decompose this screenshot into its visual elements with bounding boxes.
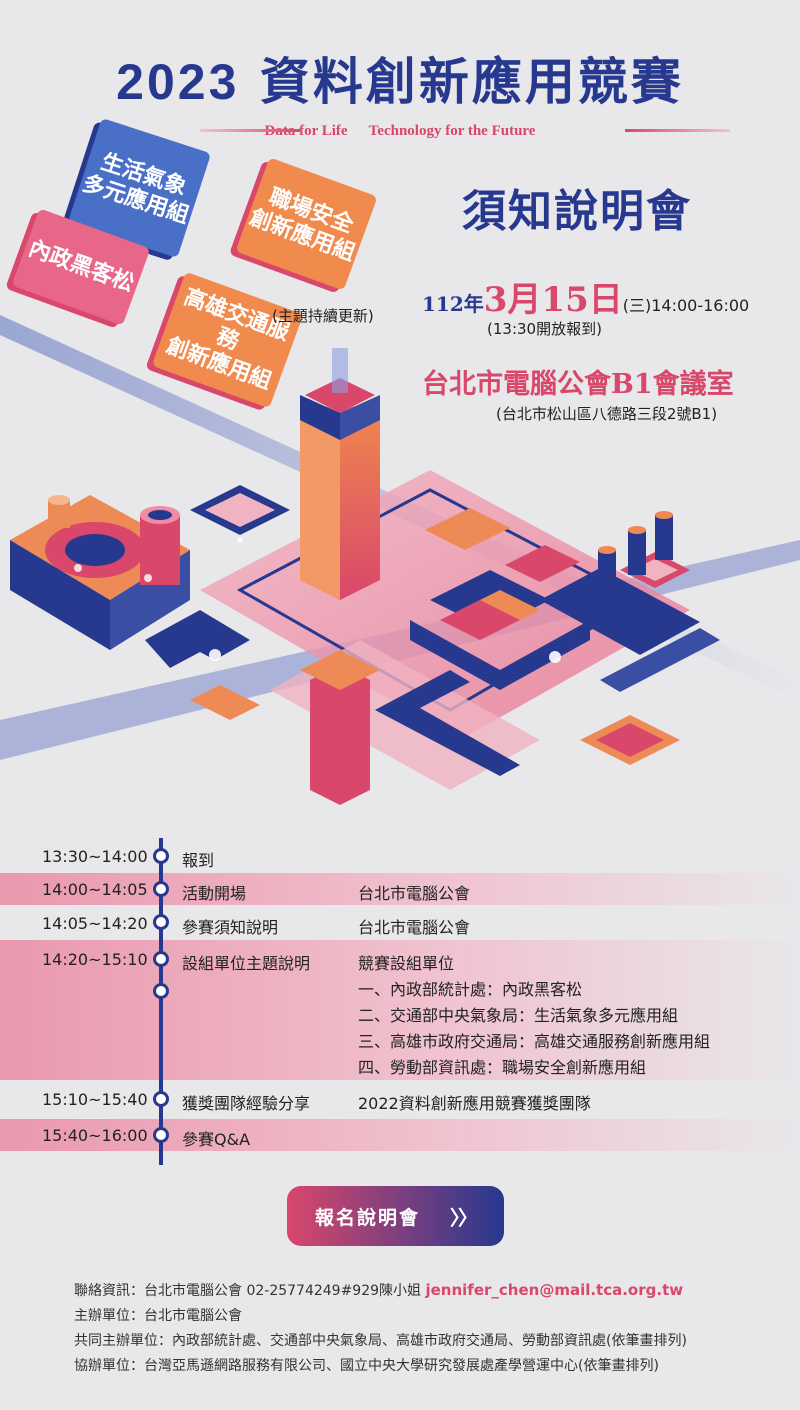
schedule-time: 14:05~14:20 (42, 914, 148, 933)
schedule-time: 14:00~14:05 (42, 880, 148, 899)
timeline-dot (153, 1127, 169, 1143)
schedule-item: 參賽須知說明 (182, 918, 279, 937)
footer-co-organizer: 共同主辦單位：內政部統計處、交通部中央氣象局、高雄市政府交通局、勞動部資訊處(依… (74, 1333, 687, 1349)
footer-assist: 協辦單位：台灣亞馬遜網路服務有限公司、國立中央大學研究發展處產學營運中心(依筆畫… (74, 1358, 659, 1374)
event-date: 112年3月15日(三)14:00-16:00 (422, 272, 749, 321)
schedule-row: 14:20~15:10 設組單位主題說明 競賽設組單位 一、內政部統計處：內政黑… (0, 940, 800, 1080)
schedule-time: 15:10~15:40 (42, 1090, 148, 1109)
event-checkin: (13:30開放報到) (487, 320, 602, 338)
register-button[interactable]: 報名說明會 〉〉 (287, 1186, 504, 1246)
schedule-org: 台北市電腦公會 (358, 918, 471, 937)
page-title: 2023 資料創新應用競賽 (0, 42, 800, 114)
timeline-dot (153, 914, 169, 930)
event-day: 3月15日 (483, 280, 623, 320)
event-venue: 台北市電腦公會B1會議室 (422, 369, 734, 400)
slogan-bar-left (200, 129, 300, 132)
schedule-org: 四、勞動部資訊處：職場安全創新應用組 (358, 1058, 647, 1077)
footer-contact: 聯絡資訊：台北市電腦公會 02-25774249#929陳小姐 jennifer… (74, 1278, 687, 1304)
title-year: 2023 (116, 54, 240, 110)
slogan-right: Technology for the Future (368, 123, 536, 139)
schedule-org: 一、內政部統計處：內政黑客松 (358, 980, 583, 999)
slogan-left: Data for Life (264, 123, 348, 139)
theme-update-note: (主題持續更新) (272, 307, 374, 325)
timeline-dot (153, 1091, 169, 1107)
schedule-org: 2022資料創新應用競賽獲獎團隊 (358, 1094, 591, 1113)
timeline-dot (153, 951, 169, 967)
schedule-row: 15:10~15:40 獲獎團隊經驗分享 2022資料創新應用競賽獲獎團隊 (0, 1082, 800, 1116)
schedule-row: 15:40~16:00 參賽Q&A (0, 1119, 800, 1151)
event-address: (台北市松山區八德路三段2號B1) (496, 405, 718, 423)
schedule-org: 競賽設組單位 (358, 954, 455, 973)
timeline-line (159, 838, 163, 1165)
timeline-dot (153, 881, 169, 897)
schedule-item: 報到 (182, 851, 215, 870)
schedule-row: 14:05~14:20 參賽須知說明 台北市電腦公會 (0, 906, 800, 938)
event-year: 112年 (422, 292, 484, 316)
event-time: (三)14:00-16:00 (622, 296, 750, 315)
schedule-org: 二、交通部中央氣象局：生活氣象多元應用組 (358, 1006, 679, 1025)
schedule-item: 設組單位主題說明 (182, 954, 311, 973)
isometric-city-illustration (0, 315, 800, 805)
footer-info: 聯絡資訊：台北市電腦公會 02-25774249#929陳小姐 jennifer… (74, 1278, 687, 1379)
schedule-item: 活動開場 (182, 884, 247, 903)
footer-contact-email[interactable]: jennifer_chen@mail.tca.org.tw (425, 1281, 684, 1299)
schedule-time: 15:40~16:00 (42, 1126, 148, 1145)
schedule-org: 三、高雄市政府交通局：高雄交通服務創新應用組 (358, 1032, 711, 1051)
slogan: Data for Life Technology for the Future (0, 120, 800, 140)
slogan-bar-right (625, 129, 730, 132)
footer-contact-label: 聯絡資訊：台北市電腦公會 02-25774249#929陳小姐 (74, 1283, 422, 1299)
double-chevron-right-icon: 〉〉 (450, 1205, 478, 1230)
schedule-time: 14:20~15:10 (42, 950, 148, 969)
footer-organizer: 主辦單位：台北市電腦公會 (74, 1308, 242, 1324)
schedule-item: 獲獎團隊經驗分享 (182, 1094, 311, 1113)
timeline-dot (153, 848, 169, 864)
schedule-row: 14:00~14:05 活動開場 台北市電腦公會 (0, 873, 800, 905)
hero-banner: 生活氣象多元應用組 內政黑客松 職場安全創新應用組 高雄交通服務創新應用組 (主… (0, 42, 800, 805)
bubble-interior-line1: 內政黑客松 (25, 235, 138, 298)
schedule-row: 13:30~14:00 報到 (0, 840, 800, 872)
timeline-dot (153, 983, 169, 999)
title-text: 資料創新應用競賽 (259, 52, 684, 111)
register-button-label: 報名說明會 (314, 1206, 420, 1229)
schedule-item: 參賽Q&A (182, 1130, 251, 1149)
schedule-time: 13:30~14:00 (42, 847, 148, 866)
schedule-org: 台北市電腦公會 (358, 884, 471, 903)
session-title: 須知說明會 (462, 186, 692, 237)
